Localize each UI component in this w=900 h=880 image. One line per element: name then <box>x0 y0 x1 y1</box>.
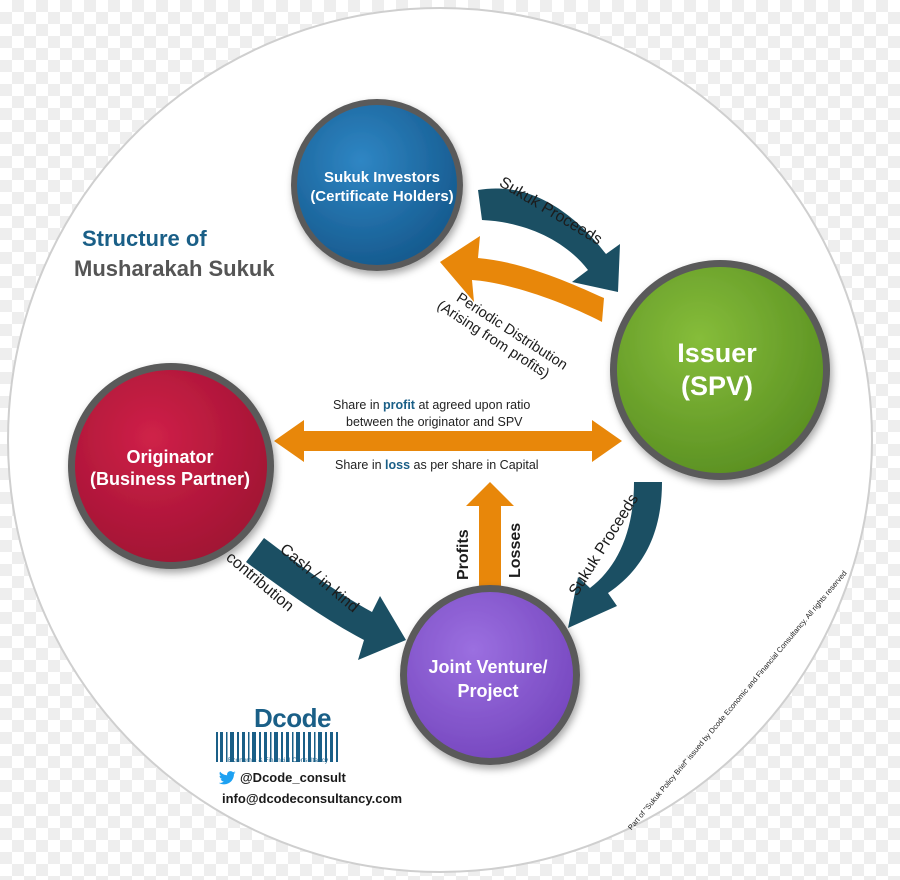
label-share-profit-line2: between the originator and SPV <box>346 415 523 429</box>
issuer-line1: Issuer <box>677 338 757 368</box>
jv-line2: Project <box>457 681 519 701</box>
arrow-cash-contribution <box>246 538 406 660</box>
arrow-share-profit-loss <box>274 420 622 462</box>
twitter-icon <box>218 771 236 785</box>
label-share-profit: Share in profit at agreed upon ratio <box>333 398 530 412</box>
brand-tagline: Economic & Financial Consultancy <box>228 757 329 764</box>
share-loss-bold: loss <box>385 458 411 472</box>
brand-twitter[interactable]: @Dcode_consult <box>240 770 346 785</box>
share-loss-post: as per share in Capital <box>410 458 539 472</box>
arrow-profits-losses-up <box>466 482 514 588</box>
issuer-line2: (SPV) <box>680 371 753 401</box>
page-title-line1: Structure of <box>82 226 207 251</box>
issuer-label: Issuer (SPV) <box>677 337 757 403</box>
dcode-logo-barcode <box>216 732 338 762</box>
jv-label: Joint Venture/ Project <box>428 655 547 703</box>
node-originator <box>68 363 274 569</box>
node-sukuk-investors <box>291 99 463 271</box>
brand-name: Dcode <box>254 703 331 733</box>
investors-line2: (Certificate Holders) <box>310 188 454 205</box>
originator-line1: Originator <box>126 447 214 467</box>
share-profit-pre: Share in <box>333 398 384 412</box>
arrow-distribution-to-investors <box>440 236 604 322</box>
originator-line2: (Business Partner) <box>89 469 251 489</box>
label-losses: Losses <box>507 522 524 578</box>
label-profits: Profits <box>455 529 472 580</box>
jv-line1: Joint Venture/ <box>428 657 548 677</box>
node-joint-venture <box>400 585 580 765</box>
share-profit-post: at agreed upon ratio <box>414 398 531 412</box>
share-loss-pre: Share in <box>335 458 386 472</box>
arrow-proceeds-to-jv <box>568 482 662 628</box>
brand-email[interactable]: info@dcodeconsultancy.com <box>222 791 403 806</box>
investors-line1: Sukuk Investors <box>324 169 440 186</box>
label-share-loss: Share in loss as per share in Capital <box>335 458 539 472</box>
page-title-line2: Musharakah Sukuk <box>74 256 275 281</box>
arrow-proceeds-to-issuer <box>478 188 620 292</box>
investors-label: Sukuk Investors (Certificate Holders) <box>310 168 453 206</box>
share-profit-bold: profit <box>383 398 415 412</box>
originator-label: Originator (Business Partner) <box>90 446 250 490</box>
node-issuer-spv <box>610 260 830 480</box>
